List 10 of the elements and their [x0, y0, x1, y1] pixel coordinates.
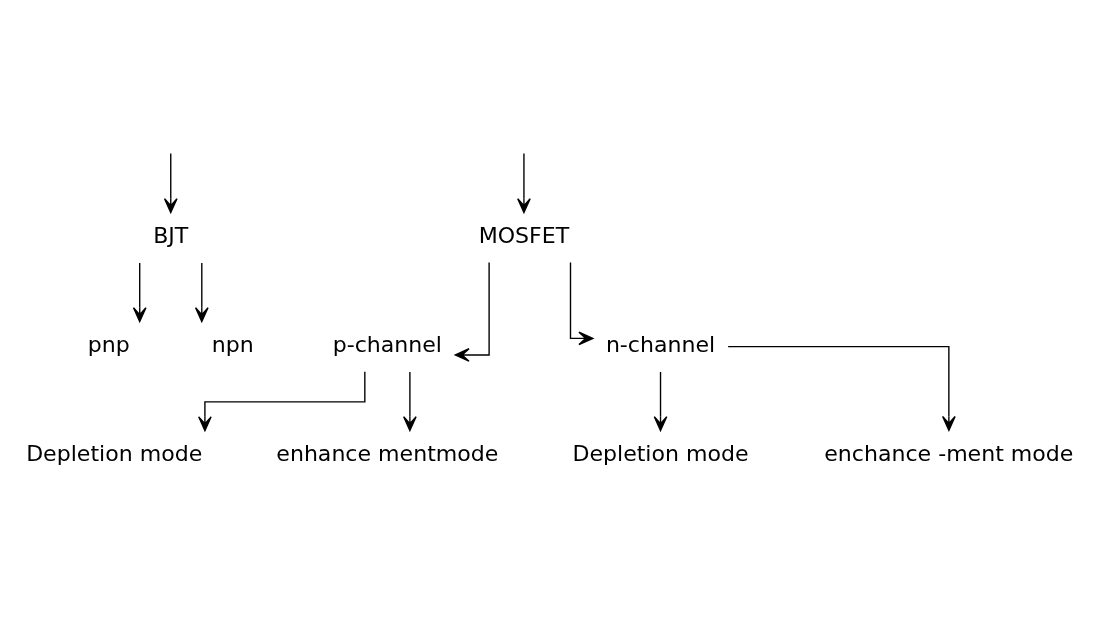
node-text: npn	[211, 331, 254, 357]
node-text: Depletion mode	[572, 440, 749, 466]
node-text: enhance mentmode	[276, 440, 499, 466]
node-text: enchance -ment mode	[824, 440, 1074, 466]
node-text: p-channel	[332, 331, 442, 357]
node-text: MOSFET	[478, 222, 570, 248]
node-text: pnp	[87, 331, 130, 357]
node-text: n-channel	[605, 331, 716, 357]
node-text: Depletion mode	[26, 440, 203, 466]
node-text: BJT	[153, 222, 189, 248]
